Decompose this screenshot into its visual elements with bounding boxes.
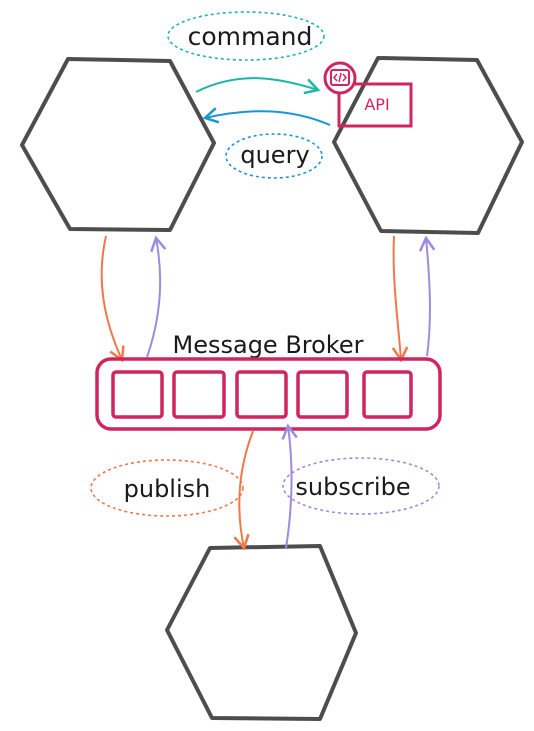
command-label: command	[188, 22, 313, 51]
query-label-bubble	[225, 133, 323, 179]
code-icon	[323, 61, 357, 95]
api-box: API	[323, 61, 413, 128]
left-publish-arrow	[100, 235, 125, 363]
service-hexagon-left	[20, 57, 216, 232]
command-label-bubble	[167, 11, 325, 61]
api-label: API	[364, 95, 389, 114]
broker-queue-slot	[172, 370, 226, 419]
left-subscribe-arrow	[146, 235, 167, 358]
right-subscribe-arrow	[418, 235, 436, 357]
right-publish-arrow	[391, 235, 409, 363]
command-arrow	[195, 77, 321, 95]
subscribe-label: subscribe	[295, 473, 410, 501]
bottom-publish-arrow	[233, 430, 254, 551]
publish-label: publish	[124, 475, 211, 503]
broker-queue-slot	[296, 370, 349, 419]
broker-queue-slot	[111, 370, 164, 419]
service-hexagon-right	[332, 56, 524, 235]
publish-label-bubble	[90, 459, 244, 517]
broker-title: Message Broker	[173, 331, 364, 359]
query-arrow	[202, 107, 331, 126]
bottom-subscribe-arrow	[281, 423, 298, 549]
message-broker	[95, 357, 442, 431]
service-hexagon-bottom	[165, 544, 358, 721]
broker-queue-slot	[235, 370, 288, 419]
broker-queue-slot	[362, 370, 413, 419]
query-label: query	[240, 141, 309, 169]
subscribe-label-bubble	[282, 457, 440, 515]
